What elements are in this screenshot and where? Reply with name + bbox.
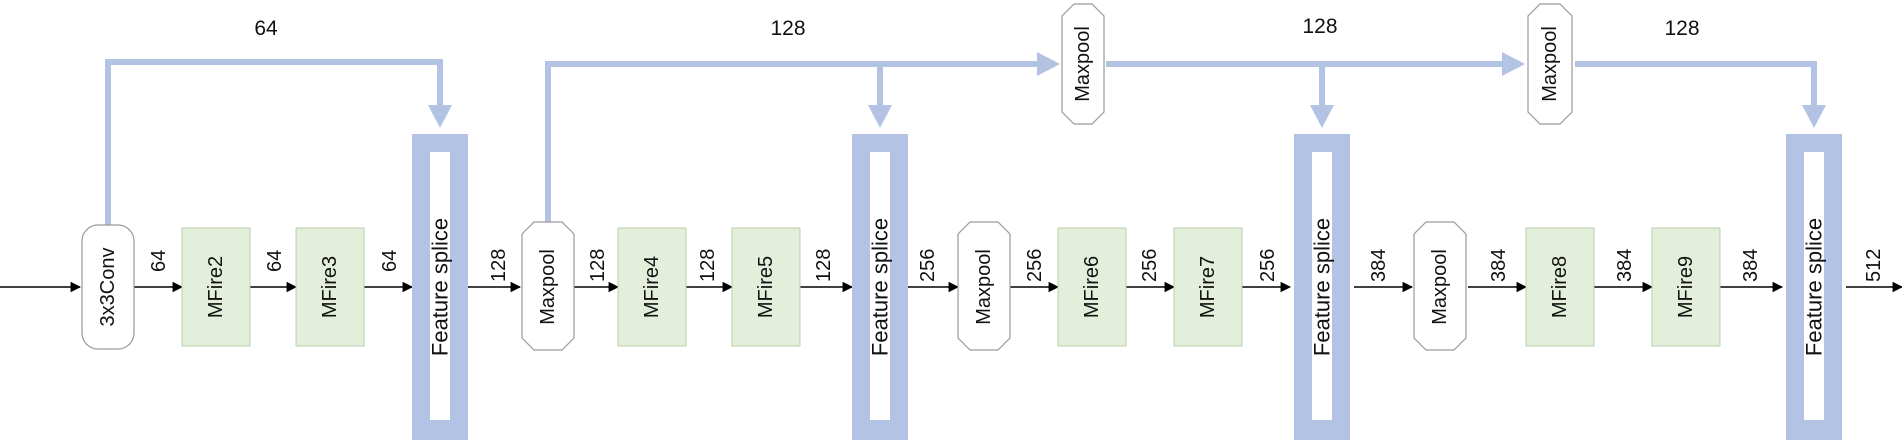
mfire7-block: MFire7	[1173, 227, 1243, 347]
edge-label-5: 128	[587, 249, 609, 282]
mfire3-label: MFire3	[319, 256, 341, 318]
skip-label-1: 64	[254, 17, 278, 40]
edge-label-4: 128	[488, 249, 510, 282]
feature-splice-2-label: Feature splice	[868, 218, 893, 356]
mfire4-label: MFire4	[641, 256, 663, 318]
skip-arrowhead-1	[428, 105, 452, 128]
edge-label-14: 384	[1614, 249, 1636, 282]
feature-splice-1-label: Feature splice	[428, 218, 453, 356]
mfire9-block: MFire9	[1651, 227, 1721, 347]
edge-label-7: 128	[813, 249, 835, 282]
feature-splice-3-label: Feature splice	[1310, 218, 1335, 356]
mfire5-block: MFire5	[731, 227, 801, 347]
mfire5-label: MFire5	[755, 256, 777, 318]
skip-arrowhead-2	[868, 105, 892, 128]
maxpool-2-label: Maxpool	[973, 249, 995, 325]
edge-label-2: 64	[264, 250, 286, 272]
skip-connection-4	[1575, 61, 1817, 105]
skip-label-2: 128	[770, 17, 805, 40]
skip-arrowhead-3	[1310, 105, 1334, 128]
mfire2-label: MFire2	[205, 256, 227, 318]
edge-label-6: 128	[697, 249, 719, 282]
skip-label-3: 128	[1302, 15, 1337, 38]
maxpool-3-label: Maxpool	[1429, 249, 1451, 325]
edge-label-10: 256	[1139, 249, 1161, 282]
edge-label-11: 256	[1257, 249, 1279, 282]
maxpool-1: Maxpool	[521, 221, 575, 351]
mfire4-block: MFire4	[617, 227, 687, 347]
edge-label-16: 512	[1863, 249, 1885, 282]
maxpool-1-label: Maxpool	[537, 249, 559, 325]
edge-label-12: 384	[1368, 249, 1390, 282]
feature-splice-3: Feature splice	[1294, 134, 1350, 440]
mfire2-block: MFire2	[181, 227, 251, 347]
skip-arrowhead-3b	[1502, 52, 1525, 76]
maxpool-2: Maxpool	[957, 221, 1011, 351]
conv-node: 3x3Conv	[81, 224, 135, 350]
edge-label-13: 384	[1488, 249, 1510, 282]
skip-maxpool-2-label: Maxpool	[1539, 26, 1561, 102]
edge-label-9: 256	[1024, 249, 1046, 282]
mfire8-label: MFire8	[1549, 256, 1571, 318]
skip-arrowhead-4	[1802, 105, 1826, 128]
mfire8-block: MFire8	[1525, 227, 1595, 347]
skip-arrowhead-2b	[1037, 52, 1060, 76]
mfire3-block: MFire3	[295, 227, 365, 347]
feature-splice-1: Feature splice	[412, 134, 468, 440]
feature-splice-4: Feature splice	[1786, 134, 1842, 440]
edge-label-3: 64	[379, 250, 401, 272]
skip-connection-1	[105, 59, 443, 225]
edge-labels: 64 64 64 128 128 128 128 256 256 256 256…	[148, 249, 1885, 282]
skip-label-4: 128	[1664, 17, 1699, 40]
mfire6-block: MFire6	[1057, 227, 1127, 347]
mfire7-label: MFire7	[1197, 256, 1219, 318]
conv-node-label: 3x3Conv	[97, 248, 119, 327]
skip-connection-2	[545, 61, 1040, 225]
feature-splice-4-label: Feature splice	[1802, 218, 1827, 356]
maxpool-3: Maxpool	[1413, 221, 1467, 351]
edge-label-15: 384	[1740, 249, 1762, 282]
edge-label-1: 64	[148, 250, 170, 272]
feature-splice-2: Feature splice	[852, 134, 908, 440]
skip-maxpool-1: Maxpool	[1061, 3, 1105, 125]
edge-label-8: 256	[917, 249, 939, 282]
mfire9-label: MFire9	[1675, 256, 1697, 318]
skip-maxpool-1-label: Maxpool	[1072, 26, 1094, 102]
skip-connections	[105, 52, 1826, 225]
mfire6-label: MFire6	[1081, 256, 1103, 318]
skip-maxpool-2: Maxpool	[1527, 3, 1573, 125]
